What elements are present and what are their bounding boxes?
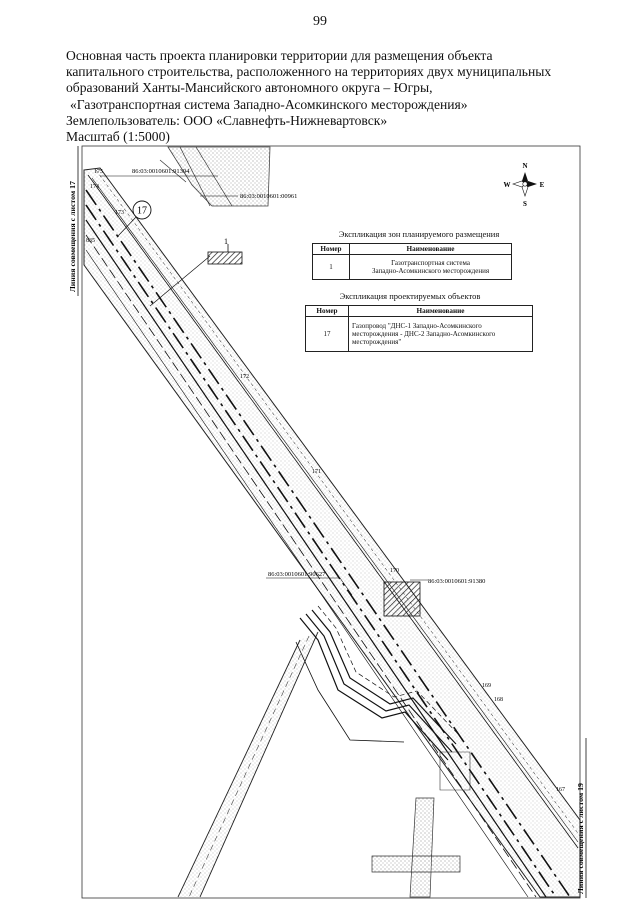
point-label: 171 xyxy=(312,469,321,475)
cadastral-number-label: 86:03:0010601:00961 xyxy=(240,193,297,200)
objects-table-caption: Экспликация проектируемых объектов xyxy=(339,291,481,301)
svg-text:Линия совмещения с листом 17: Линия совмещения с листом 17 xyxy=(68,181,77,292)
objects-table: Номер Наименование 17 Газопровод "ДНС-1 … xyxy=(305,305,533,352)
compass-icon xyxy=(512,172,537,197)
heading-line-2: капитального строительства, расположенно… xyxy=(66,64,552,80)
point-label: 172 xyxy=(240,374,249,380)
objects-col-name: Наименование xyxy=(348,305,533,317)
zone-marker-label: 1 xyxy=(224,237,228,246)
point-label: 169 xyxy=(482,683,491,689)
table-row: 1 Газотранспортная система Западно-Асомк… xyxy=(312,254,512,280)
corridor-zone xyxy=(83,167,581,898)
top-parcel xyxy=(159,146,271,207)
compass-w: W xyxy=(504,181,511,189)
land-user-line: Землепользователь: ООО «Славнефть-Нижнев… xyxy=(66,112,388,128)
cadastral-number-label: 86:03:0010601:90627 xyxy=(268,571,326,578)
objects-row-number: 17 xyxy=(305,316,349,352)
cadastral-leaders xyxy=(100,175,428,596)
hatched-parcel xyxy=(383,581,421,617)
point-label: 170 xyxy=(390,568,399,574)
zones-col-name: Наименование xyxy=(349,243,512,255)
zones-row-number: 1 xyxy=(312,254,350,280)
map-frame xyxy=(81,145,581,899)
point-label: 167 xyxy=(556,787,565,793)
right-sheet-label: Линия совмещения с листом 19 xyxy=(576,738,587,898)
page-number: 99 xyxy=(313,14,327,29)
cadastral-number-label: 86:03:0010601:91394 xyxy=(132,168,190,175)
svg-text:Линия совмещения с листом 19: Линия совмещения с листом 19 xyxy=(576,783,585,894)
point-label: 175 xyxy=(94,169,103,175)
object-callout xyxy=(117,200,152,237)
objects-row-name: Газопровод "ДНС-1 Западно-Асомкинского м… xyxy=(348,316,533,352)
objects-col-number: Номер xyxy=(305,305,349,317)
point-label: 835 xyxy=(86,238,95,244)
table-row: 17 Газопровод "ДНС-1 Западно-Асомкинског… xyxy=(305,316,533,352)
point-label: 174 xyxy=(90,184,99,190)
page-heading: Основная часть проекта планировки террит… xyxy=(66,48,586,145)
point-label: 168 xyxy=(494,697,503,703)
cadastral-number-label: 86:03:0010601:91380 xyxy=(428,578,485,585)
compass-s: S xyxy=(523,200,527,208)
branch-road xyxy=(177,631,319,898)
point-label: 173 xyxy=(115,210,124,216)
zones-row-name: Газотранспортная система Западно-Асомкин… xyxy=(349,254,512,280)
heading-line-4: «Газотранспортная система Западно-Асомки… xyxy=(70,96,468,112)
zone-marker xyxy=(149,244,243,307)
zones-table: Номер Наименование 1 Газотранспортная си… xyxy=(312,243,512,280)
zones-col-number: Номер xyxy=(312,243,350,255)
compass-n: N xyxy=(522,162,527,170)
left-sheet-label: Линия совмещения с листом 17 xyxy=(68,146,79,296)
bottom-structure xyxy=(371,751,471,898)
heading-line-1: Основная часть проекта планировки террит… xyxy=(66,48,493,63)
compass-e: E xyxy=(540,181,545,189)
heading-line-3: образований Ханты-Мансийского автономног… xyxy=(66,80,433,96)
connecting-pipeline xyxy=(295,605,461,761)
scale-line: Масштаб (1:5000) xyxy=(66,129,170,145)
zones-table-caption: Экспликация зон планируемого размещения xyxy=(338,229,500,239)
corridor-lines xyxy=(85,169,581,898)
object-callout-label: 17 xyxy=(137,206,147,217)
